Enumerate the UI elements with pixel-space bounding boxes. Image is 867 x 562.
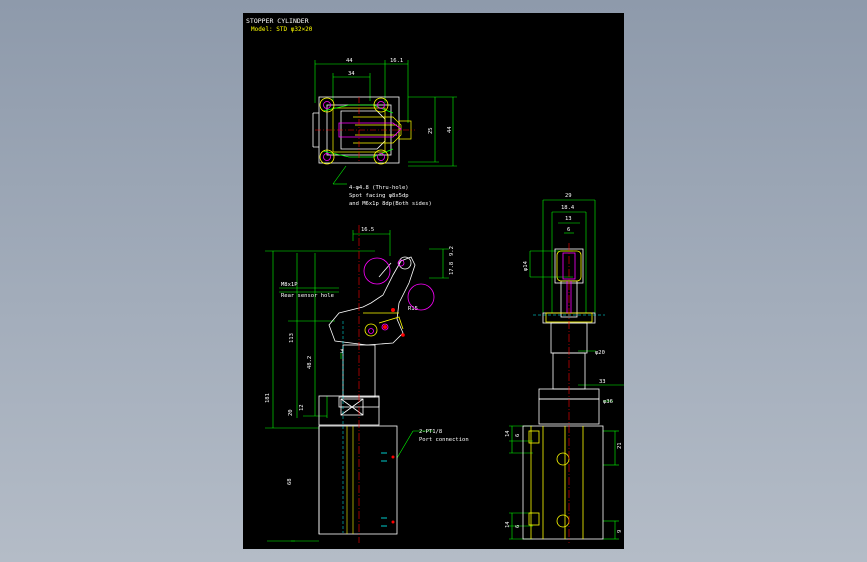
- dim-top-inner: 34: [348, 71, 355, 77]
- front-view: 16.5 9.2 17.8 R15 113 48.2 181 20 12 3 6…: [265, 225, 469, 543]
- dim-front-upper: 113: [289, 333, 295, 343]
- dim-side-rod: φ20: [595, 350, 605, 356]
- model-label: Model: STD φ32×20: [251, 26, 313, 33]
- dim-side-port-upper-small: 6: [515, 434, 521, 437]
- dim-side-pin: 6: [567, 227, 570, 233]
- dim-front-small: 9.2: [449, 246, 455, 256]
- mounting-hole: [373, 149, 389, 165]
- dim-side-collar: φ36: [603, 399, 613, 405]
- mounting-hole: [373, 97, 389, 113]
- dim-front-arm: 17.8: [449, 262, 455, 275]
- top-view: 44 34 16.1 25 44: [312, 58, 457, 207]
- dim-front-radius: R15: [408, 306, 418, 312]
- dim-front-flange: 20: [288, 409, 294, 416]
- dim-side-clevis: 18.4: [561, 205, 575, 211]
- dim-front-gap: 3: [340, 349, 343, 355]
- dim-side-width: 29: [565, 193, 572, 199]
- dim-front-rod: 48.2: [307, 356, 313, 369]
- dim-front-nut: 12: [299, 404, 305, 411]
- drawing-title: STOPPER CYLINDER: [246, 17, 309, 25]
- dim-top-height-inner: 25: [428, 127, 434, 134]
- dim-front-offset: 16.5: [361, 227, 374, 233]
- callout-sensor-hole: Rear sensor hole: [281, 293, 334, 299]
- dim-side-port-lower: 14: [505, 521, 511, 528]
- dim-side-inner: 13: [565, 216, 572, 222]
- callout-thread: M8x1P: [281, 282, 298, 288]
- dim-front-body: 68: [287, 478, 293, 485]
- mounting-holes: [319, 97, 389, 165]
- dim-top-offset: 16.1: [390, 58, 403, 64]
- dim-front-total: 181: [265, 393, 271, 403]
- mounting-hole: [319, 97, 335, 113]
- dim-top-height: 44: [447, 126, 453, 133]
- dim-side-body-upper: 21: [617, 442, 623, 449]
- dim-top-width: 44: [346, 58, 353, 64]
- hole-note-line-1: 4-φ4.8 (Thru-hole): [349, 185, 409, 191]
- dim-side-port-lower-small: 6: [515, 525, 521, 528]
- dim-side-flange: 33: [599, 379, 606, 385]
- dim-side-port-upper: 14: [505, 430, 511, 437]
- hole-note-line-3: and M6x1p 8dp(Both sides): [349, 201, 432, 207]
- cad-drawing: STOPPER CYLINDER Model: STD φ32×20 44 34…: [246, 17, 624, 543]
- dim-side-body-lower: 9: [617, 530, 623, 533]
- hole-note-line-2: Spot facing φ8x5dp: [349, 193, 409, 199]
- callout-port-connection: Port connection: [419, 437, 469, 443]
- drawing-sheet: STOPPER CYLINDER Model: STD φ32×20 44 34…: [243, 13, 624, 549]
- callout-ports: 2-PT1/8: [419, 429, 442, 435]
- side-view: 29 18.4 13 6 φ14 φ20 33 φ36 14 6 21 14 6…: [505, 193, 624, 543]
- dim-side-roller: φ14: [523, 260, 529, 271]
- mounting-hole: [319, 149, 335, 165]
